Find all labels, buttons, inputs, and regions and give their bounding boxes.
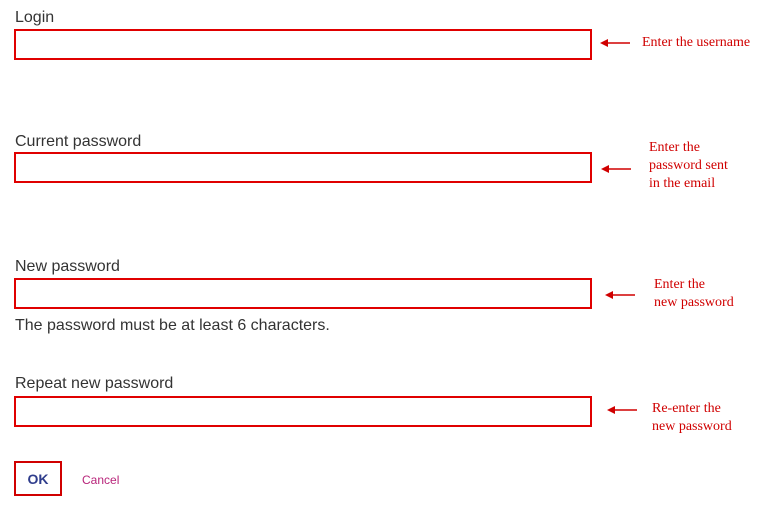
cancel-link[interactable]: Cancel bbox=[82, 473, 120, 487]
login-input[interactable] bbox=[14, 29, 592, 60]
login-label: Login bbox=[15, 9, 55, 26]
repeat-password-annotation: Re-enter the new password bbox=[652, 400, 732, 436]
annotation-line: new password bbox=[654, 295, 734, 310]
arrow-left-icon bbox=[600, 39, 630, 47]
repeat-password-label: Repeat new password bbox=[15, 375, 174, 392]
current-password-input[interactable] bbox=[14, 152, 592, 183]
annotation-line: Enter the bbox=[654, 277, 705, 292]
annotation-line: Enter the username bbox=[642, 35, 751, 50]
repeat-password-input[interactable] bbox=[14, 396, 592, 427]
arrow-left-icon bbox=[605, 291, 635, 299]
annotation-line: password sent bbox=[649, 158, 728, 173]
arrow-left-icon bbox=[607, 406, 637, 414]
password-hint: The password must be at least 6 characte… bbox=[15, 317, 330, 334]
new-password-label: New password bbox=[15, 258, 120, 275]
annotation-line: Re-enter the bbox=[652, 401, 721, 416]
annotation-line: in the email bbox=[649, 176, 716, 191]
new-password-input[interactable] bbox=[14, 278, 592, 309]
current-password-annotation: Enter the password sent in the email bbox=[649, 139, 728, 193]
annotation-line: Enter the bbox=[649, 140, 700, 155]
ok-button[interactable]: OK bbox=[14, 461, 62, 496]
current-password-label: Current password bbox=[15, 133, 142, 150]
arrow-left-icon bbox=[601, 165, 631, 173]
login-annotation: Enter the username bbox=[642, 34, 750, 52]
new-password-annotation: Enter the new password bbox=[654, 276, 734, 312]
annotation-line: new password bbox=[652, 419, 732, 434]
